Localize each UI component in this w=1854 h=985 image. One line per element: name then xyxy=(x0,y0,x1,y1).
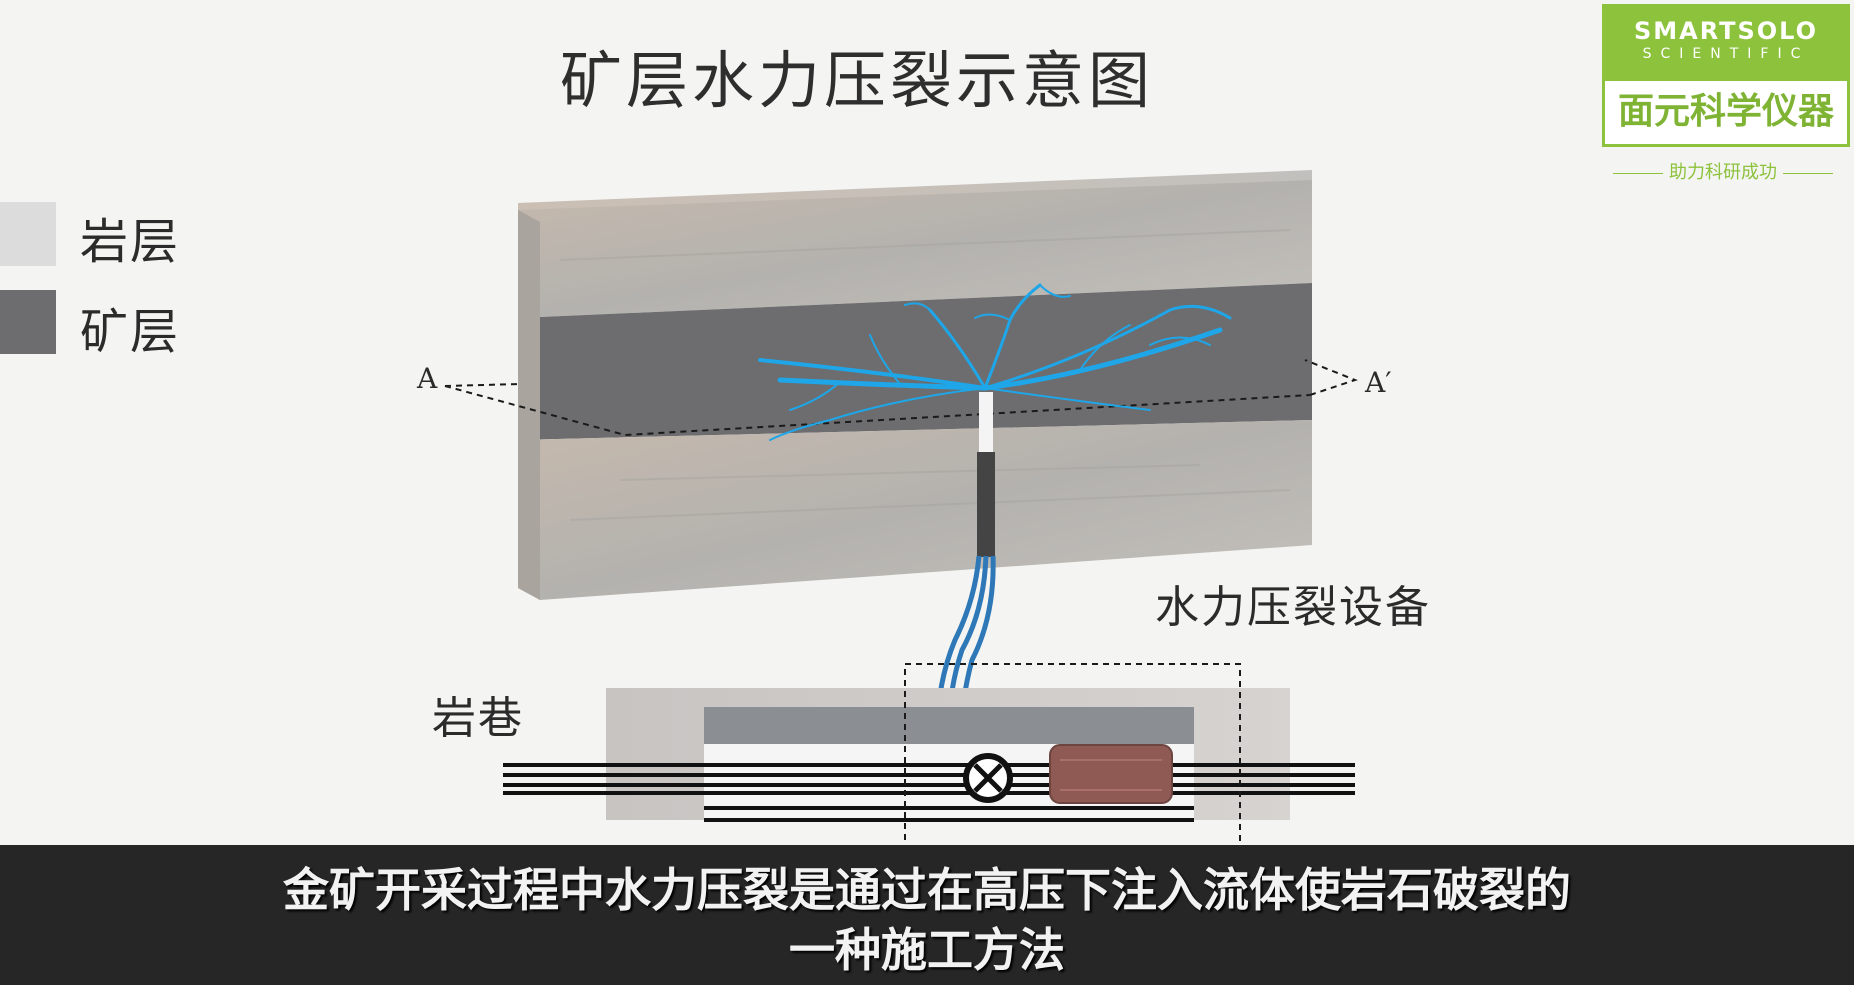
pump-unit xyxy=(1049,744,1173,804)
logo-banner: SMARTSOLO SCIENTIFIC xyxy=(1605,7,1847,81)
page-title: 矿层水力压裂示意图 xyxy=(560,44,1155,117)
legend-swatch-ore xyxy=(0,290,56,354)
section-label-a-prime: A′ xyxy=(1364,366,1392,399)
ore-layer xyxy=(518,283,1312,440)
logo-sub-text: SCIENTIFIC xyxy=(1642,46,1810,62)
roadway-roof xyxy=(704,707,1194,744)
valve-icon xyxy=(963,753,1013,803)
legend-label-ore: 矿层 xyxy=(80,304,181,360)
subtitle: 金矿开采过程中水力压裂是通过在高压下注入流体使岩石破裂的 一种施工方法 xyxy=(0,860,1854,980)
borehole-casing-white xyxy=(979,392,993,452)
rails xyxy=(503,763,1355,822)
subtitle-line-1: 金矿开采过程中水力压裂是通过在高压下注入流体使岩石破裂的 xyxy=(283,863,1571,917)
section-line xyxy=(444,359,1358,437)
logo-chinese-text: 面元科学仪器 xyxy=(1617,91,1834,132)
brand-logo: SMARTSOLO SCIENTIFIC 面元科学仪器 xyxy=(1602,4,1850,147)
rock-block-lower xyxy=(518,420,1312,600)
subtitle-bar xyxy=(0,845,1854,985)
legend-swatch-rock xyxy=(0,202,56,266)
borehole-casing xyxy=(977,452,995,557)
brand-tagline: 助力科研成功 xyxy=(1598,158,1848,184)
fracture-network xyxy=(758,283,1232,441)
subtitle-line-2: 一种施工方法 xyxy=(789,923,1065,977)
legend-label-rock: 岩层 xyxy=(80,214,181,270)
section-label-a: A xyxy=(416,362,438,395)
equipment-label: 水力压裂设备 xyxy=(1155,582,1431,633)
tagline-text: 助力科研成功 xyxy=(1669,162,1777,183)
rock-block-side xyxy=(518,210,540,600)
roadway-label: 岩巷 xyxy=(432,693,524,744)
rock-block-upper xyxy=(518,180,1312,318)
rock-block-top-face xyxy=(518,170,1312,213)
logo-brand-text: SMARTSOLO xyxy=(1633,17,1819,45)
